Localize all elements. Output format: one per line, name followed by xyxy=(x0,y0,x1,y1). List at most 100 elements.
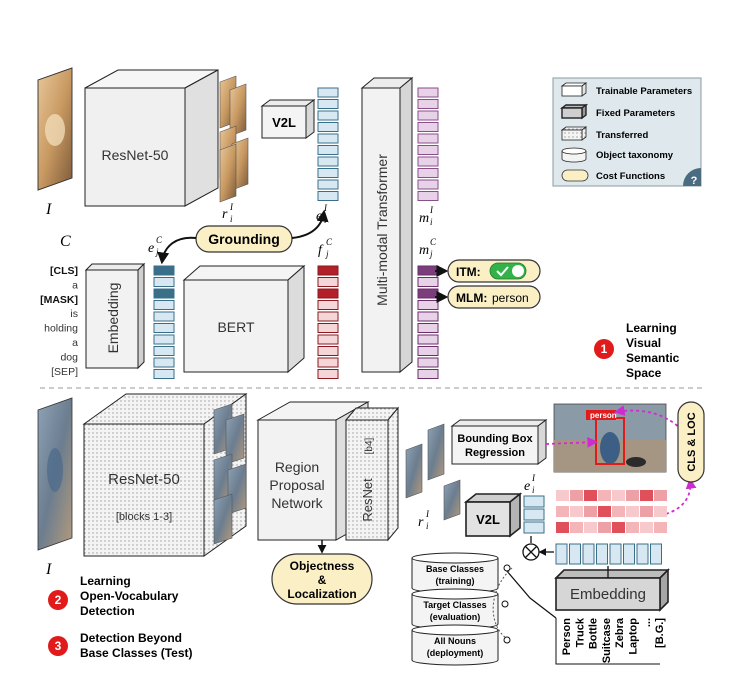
feature-crops-bottom xyxy=(213,403,247,545)
embedding-bottom-label: Embedding xyxy=(570,586,646,603)
text-token-8 xyxy=(153,357,175,368)
input-image-bottom xyxy=(37,397,73,551)
bert-block xyxy=(182,264,306,374)
bbox-to-photo-arrow xyxy=(545,436,599,448)
itm-label: ITM: xyxy=(456,265,481,279)
detection-tag: person xyxy=(590,411,617,420)
mm-visual-token-2 xyxy=(417,110,439,121)
score-cell xyxy=(640,490,653,501)
taxonomy-dotted-link xyxy=(492,567,513,639)
mm-visual-token-9 xyxy=(417,191,439,201)
mm-text-token-5 xyxy=(417,323,439,333)
score-cell xyxy=(640,506,653,517)
visual-token-bottom-0 xyxy=(523,495,545,508)
transformer-label: Multi-modal Transformer xyxy=(374,154,390,306)
score-cell xyxy=(654,522,667,533)
text-token-1 xyxy=(153,277,175,287)
visual-token-bottom-2 xyxy=(523,521,545,534)
class-name: Laptop xyxy=(628,618,640,655)
svg-text:j: j xyxy=(325,249,329,259)
taxonomy-link xyxy=(505,569,557,619)
score-cell xyxy=(612,506,625,517)
multimodal-transformer xyxy=(360,76,414,374)
score-cell xyxy=(612,522,625,533)
help-icon[interactable]: ? xyxy=(683,168,701,187)
legend-taxonomy-swatch xyxy=(561,147,587,163)
svg-text:i: i xyxy=(324,215,327,225)
mlm-label: MLM: xyxy=(456,291,487,305)
v2l-top xyxy=(260,99,316,139)
embedding-top xyxy=(84,262,146,370)
class-set-cylinder xyxy=(411,630,499,666)
stage-1-line-2: Visual xyxy=(626,336,661,350)
stage-2-line-1: Learning xyxy=(80,574,131,588)
class-name: Truck xyxy=(574,617,586,647)
svg-text:ResNet: ResNet xyxy=(360,478,375,522)
resnet-b4-block xyxy=(344,406,400,542)
mlm-pill xyxy=(447,285,541,309)
svg-text:I: I xyxy=(531,473,536,483)
region-crops-top xyxy=(219,75,249,203)
mm-visual-token-6 xyxy=(417,156,439,167)
e-label-bottom: e I i xyxy=(524,473,536,495)
class-embedding-token xyxy=(636,543,649,565)
class-name: Suitcase xyxy=(601,618,613,663)
m-text-label: m C j xyxy=(419,237,437,259)
visual-token-9 xyxy=(317,191,339,201)
mm-text-token-column xyxy=(417,265,439,379)
bert-feature-token-8 xyxy=(317,357,339,368)
legend-trainable-swatch xyxy=(560,82,588,97)
score-cell xyxy=(570,506,583,517)
text-token-column xyxy=(153,265,175,379)
v2l-bottom-label: V2L xyxy=(476,512,500,527)
multiply-circle-icon xyxy=(522,543,540,561)
class-names-bracket xyxy=(555,618,660,665)
class-name: ... xyxy=(641,618,653,627)
svg-text:i: i xyxy=(532,485,535,495)
class-set-cylinder-top xyxy=(411,624,499,636)
visual-token-column-bottom xyxy=(523,495,545,534)
score-cell xyxy=(626,506,639,517)
cls-loc-pill xyxy=(677,401,705,483)
score-cell xyxy=(626,490,639,501)
bert-feature-token-5 xyxy=(317,323,339,333)
stage-3-line-1: Detection Beyond xyxy=(80,631,182,645)
class-set-cylinders: Base Classes(training)Target Classes(eva… xyxy=(411,552,499,666)
caption-symbol: C xyxy=(60,233,71,250)
legend-item-fixed: Fixed Parameters xyxy=(596,108,675,119)
bbox-regression-block xyxy=(450,419,548,465)
stage-2-badge: 2 xyxy=(48,590,68,610)
svg-text:j: j xyxy=(155,247,159,257)
class-set-cylinder-top xyxy=(411,588,499,600)
mm-visual-token-5 xyxy=(417,145,439,155)
caption-token: a xyxy=(72,337,78,349)
class-name: Zebra xyxy=(614,617,626,648)
score-cell xyxy=(556,490,569,501)
bert-feature-token-4 xyxy=(317,311,339,322)
visual-token-5 xyxy=(317,145,339,155)
resnet50-bottom-sub: [blocks 1-3] xyxy=(116,511,172,523)
score-cell xyxy=(654,490,667,501)
legend-fixed-swatch xyxy=(559,103,589,120)
image-label-bottom: I xyxy=(45,561,52,578)
visual-token-7 xyxy=(317,168,339,178)
stage-1-line-1: Learning xyxy=(626,321,677,335)
class-name: [B.G.] xyxy=(654,618,666,648)
stage-1-badge: 1 xyxy=(594,339,614,359)
mlm-value: person xyxy=(492,291,529,305)
text-token-6 xyxy=(153,334,175,345)
bbox-line-1: Bounding Box xyxy=(457,433,533,445)
embedding-top-label: Embedding xyxy=(105,283,121,354)
score-cell xyxy=(584,490,597,501)
bert-feature-token-7 xyxy=(317,346,339,356)
check-toggle-icon xyxy=(489,262,527,280)
stage-2-line-3: Detection xyxy=(80,604,135,618)
mm-visual-token-8 xyxy=(417,179,439,190)
region-label-top: r I i xyxy=(222,202,234,224)
text-token-3 xyxy=(153,300,175,310)
objectness-line-1: Objectness xyxy=(290,559,355,573)
resnet-b4-label: ResNet [b4] xyxy=(360,437,375,521)
visual-token-column-top xyxy=(317,87,339,201)
caption-token: [MASK] xyxy=(40,294,78,306)
